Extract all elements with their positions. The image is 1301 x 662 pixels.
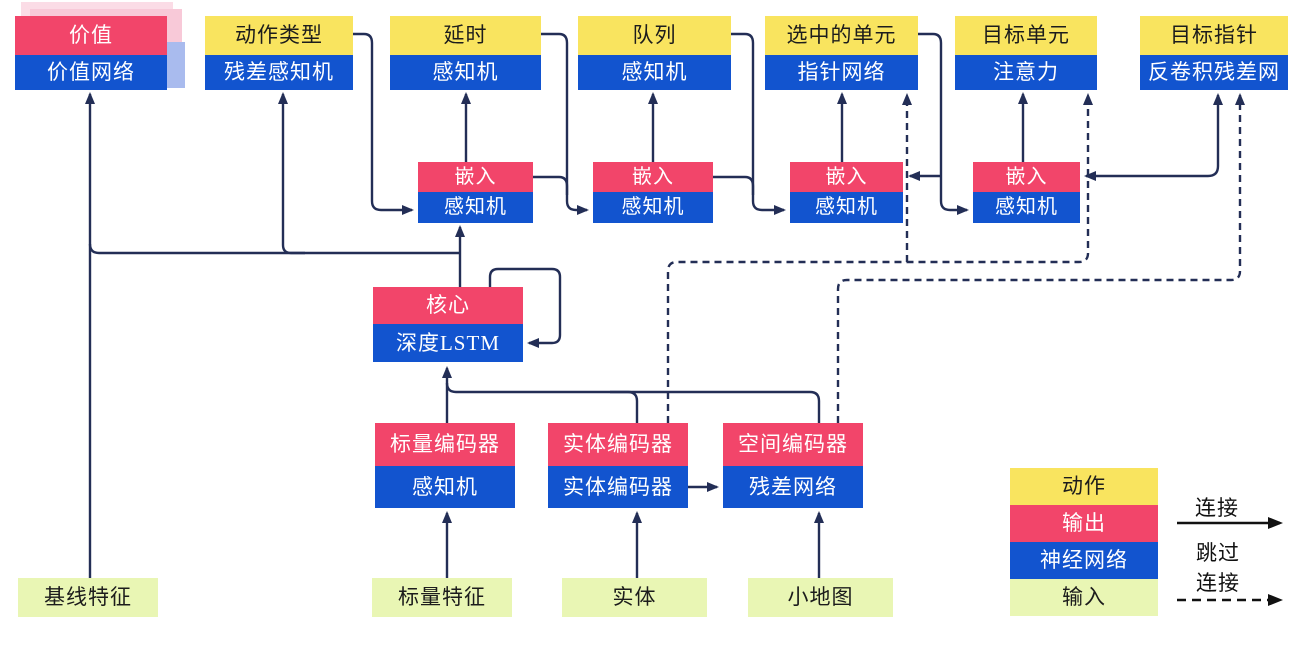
action-type-box: 动作类型 残差感知机 [205, 16, 353, 90]
edge-embed2-out [713, 175, 755, 195]
embedding-box-4: 嵌入 感知机 [973, 162, 1080, 223]
target-unit-box: 目标单元 注意力 [955, 16, 1097, 90]
queue-header: 队列 [578, 16, 731, 55]
scalar-encoder-header: 标量编码器 [375, 423, 515, 466]
edge-core-to-actiontype [278, 92, 305, 255]
delay-network: 感知机 [390, 55, 541, 90]
legend-dashed-arrow-label-line2: 连接 [1196, 571, 1240, 595]
scalar-encoder-box: 标量编码器 感知机 [375, 423, 515, 508]
target-unit-header: 目标单元 [955, 16, 1097, 55]
minimap-box: 小地图 [748, 578, 893, 617]
edge-queue-to-embed3 [728, 32, 786, 215]
edge-selected-to-embed4 [915, 32, 969, 215]
legend-output-swatch: 输出 [1010, 505, 1158, 542]
delay-header: 延时 [390, 16, 541, 55]
baseline-features-box: 基线特征 [18, 578, 158, 617]
queue-box: 队列 感知机 [578, 16, 731, 90]
delay-box: 延时 感知机 [390, 16, 541, 90]
spatial-encoder-network: 残差网络 [723, 466, 863, 508]
legend: 动作 输出 神经网络 输入 [1010, 468, 1158, 616]
action-type-header: 动作类型 [205, 16, 353, 55]
target-point-network: 反卷积残差网 [1140, 55, 1288, 90]
value-header: 价值 [15, 16, 167, 55]
entities-box: 实体 [562, 578, 707, 617]
embedding-network: 感知机 [593, 192, 713, 223]
entity-encoder-header: 实体编码器 [548, 423, 688, 466]
core-box: 核心 深度LSTM [373, 287, 523, 362]
entity-encoder-box: 实体编码器 实体编码器 [548, 423, 688, 508]
action-type-network: 残差感知机 [205, 55, 353, 90]
value-box: 价值 价值网络 [15, 16, 167, 90]
skip-entity-to-attention [666, 93, 1093, 423]
selected-units-header: 选中的单元 [765, 16, 918, 55]
target-point-box: 目标指针 反卷积残差网 [1140, 16, 1288, 90]
embedding-header: 嵌入 [593, 162, 713, 192]
spatial-encoder-box: 空间编码器 残差网络 [723, 423, 863, 508]
legend-dashed-arrow-label-line1: 跳过 [1196, 541, 1240, 565]
embedding-header: 嵌入 [790, 162, 903, 192]
target-point-header: 目标指针 [1140, 16, 1288, 55]
legend-solid-arrow-label: 连接 [1195, 496, 1239, 520]
edge-embed1-out [533, 175, 569, 195]
edge-actiontype-to-embed1 [353, 32, 414, 215]
embedding-header: 嵌入 [973, 162, 1080, 192]
entity-encoder-network: 实体编码器 [548, 466, 688, 508]
edge-embed4-targetpoint [1084, 93, 1223, 181]
value-network: 价值网络 [15, 55, 167, 90]
spatial-encoder-header: 空间编码器 [723, 423, 863, 466]
legend-action-swatch: 动作 [1010, 468, 1158, 505]
selected-units-network: 指针网络 [765, 55, 918, 90]
scalar-features-box: 标量特征 [372, 578, 512, 617]
queue-network: 感知机 [578, 55, 731, 90]
embedding-box-3: 嵌入 感知机 [790, 162, 903, 223]
embedding-network: 感知机 [418, 192, 533, 223]
embedding-header: 嵌入 [418, 162, 533, 192]
edge-core-self-loop [488, 267, 562, 348]
edge-core-branch-left [88, 243, 460, 255]
embedding-box-1: 嵌入 感知机 [418, 162, 533, 223]
selected-units-box: 选中的单元 指针网络 [765, 16, 918, 90]
embedding-network: 感知机 [973, 192, 1080, 223]
scalar-encoder-network: 感知机 [375, 466, 515, 508]
core-header: 核心 [373, 287, 523, 324]
legend-input-swatch: 输入 [1010, 579, 1158, 616]
skip-spatial-to-deconv [836, 93, 1245, 423]
core-network: 深度LSTM [373, 324, 523, 362]
edge-delay-to-embed2 [541, 32, 589, 215]
edge-spatial-out [445, 382, 821, 423]
target-unit-network: 注意力 [955, 55, 1097, 90]
edge-entity-out [610, 390, 639, 423]
legend-network-swatch: 神经网络 [1010, 542, 1158, 579]
embedding-network: 感知机 [790, 192, 903, 223]
embedding-box-2: 嵌入 感知机 [593, 162, 713, 223]
